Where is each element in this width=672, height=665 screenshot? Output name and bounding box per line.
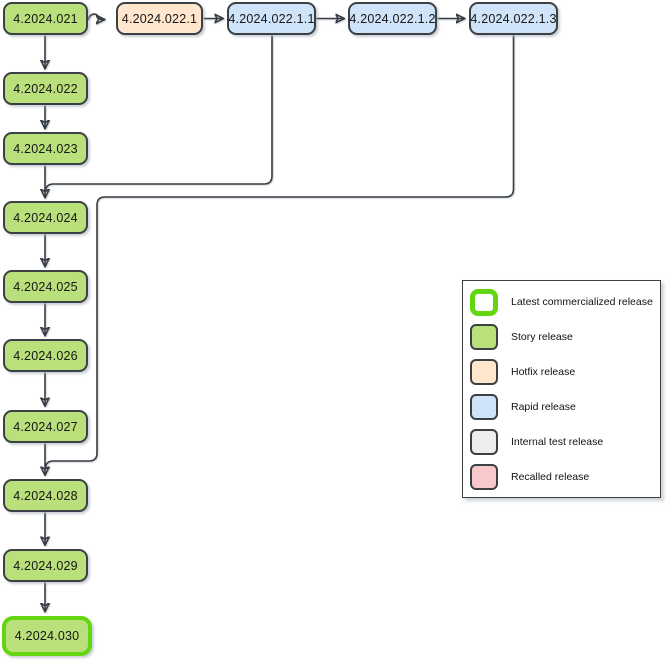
edge-02211-to-024 — [44, 35, 273, 193]
legend-item-story: Story release — [470, 324, 660, 350]
node-4-2024-022-1-3[interactable]: 4.2024.022.1.3 — [469, 2, 558, 35]
legend: Latest commercialized release Story rele… — [462, 280, 661, 498]
node-4-2024-021[interactable]: 4.2024.021 — [3, 2, 88, 35]
node-4-2024-026[interactable]: 4.2024.026 — [3, 339, 88, 372]
node-4-2024-022-1[interactable]: 4.2024.022.1 — [116, 2, 203, 35]
node-4-2024-029[interactable]: 4.2024.029 — [3, 549, 88, 582]
node-4-2024-027[interactable]: 4.2024.027 — [3, 410, 88, 443]
node-4-2024-023[interactable]: 4.2024.023 — [3, 132, 88, 165]
legend-item-hotfix: Hotfix release — [470, 359, 660, 385]
legend-label: Story release — [511, 331, 573, 343]
node-4-2024-025[interactable]: 4.2024.025 — [3, 270, 88, 303]
node-4-2024-030-latest[interactable]: 4.2024.030 — [2, 616, 92, 656]
legend-swatch-recalled — [470, 464, 498, 490]
node-4-2024-028[interactable]: 4.2024.028 — [3, 479, 88, 512]
legend-item-rapid: Rapid release — [470, 394, 660, 420]
legend-swatch-story — [470, 324, 498, 350]
legend-label: Hotfix release — [511, 366, 576, 378]
legend-swatch-hotfix — [470, 359, 498, 385]
legend-item-latest-commercialized: Latest commercialized release — [470, 288, 660, 316]
legend-item-internal-test: Internal test release — [470, 429, 660, 455]
legend-label: Rapid release — [511, 401, 576, 413]
node-4-2024-024[interactable]: 4.2024.024 — [3, 201, 88, 234]
node-4-2024-022[interactable]: 4.2024.022 — [3, 72, 88, 105]
legend-swatch-internal-test — [470, 429, 498, 455]
edge-021-to-0221-squiggle — [87, 13, 105, 20]
legend-label: Recalled release — [511, 471, 590, 483]
node-4-2024-022-1-1[interactable]: 4.2024.022.1.1 — [227, 2, 316, 35]
legend-item-recalled: Recalled release — [470, 464, 660, 490]
legend-swatch-latest-commercialized — [470, 288, 498, 316]
legend-label: Latest commercialized release — [511, 296, 653, 308]
legend-label: Internal test release — [511, 436, 604, 448]
node-4-2024-022-1-2[interactable]: 4.2024.022.1.2 — [348, 2, 437, 35]
edge-02213-to-028 — [44, 35, 515, 469]
legend-swatch-rapid — [470, 394, 498, 420]
